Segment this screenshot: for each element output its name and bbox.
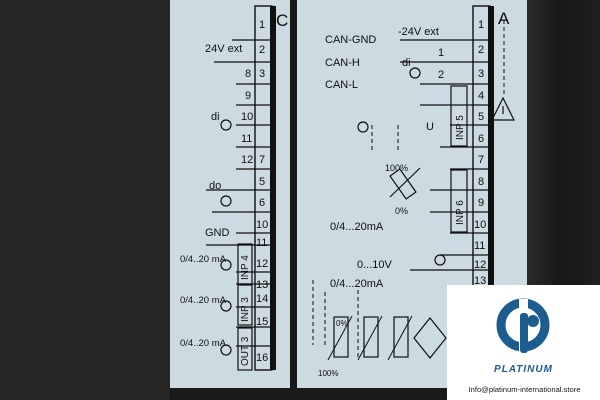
pct0-label-b: 0% <box>336 319 348 328</box>
terminal-a-13: 13 <box>474 275 486 287</box>
terminal-a-11: 11 <box>474 240 485 252</box>
terminal-a-7: 7 <box>478 154 484 166</box>
out3-label: OUT 3 <box>240 336 251 366</box>
block-letter-c: C <box>276 11 288 30</box>
terminal-a-1: 1 <box>478 19 484 31</box>
ma-label-inp4: 0/4..20 mA <box>180 254 227 265</box>
logo-brand-name: PLATINUM <box>494 364 553 375</box>
terminal-c-16: 16 <box>256 352 268 364</box>
terminal-a-4: 4 <box>478 90 484 102</box>
terminal-c-15: 15 <box>256 316 268 328</box>
terminal-c-11: 11 <box>241 133 252 145</box>
terminal-c-7: 7 <box>259 154 265 166</box>
ma-label-a: 0/4...20mA <box>330 221 384 233</box>
supply-label-c: 24V ext <box>205 43 242 55</box>
watermark-logo: PLATINUM Info@platinum-international.sto… <box>447 285 600 400</box>
platinum-logo-icon <box>496 298 550 357</box>
terminal-c-13: 13 <box>256 279 268 291</box>
can-l-label: CAN-L <box>325 79 358 91</box>
terminal-c-6: 6 <box>259 197 265 209</box>
terminal-a-2: 2 <box>478 44 484 56</box>
terminal-a-6: 6 <box>478 133 484 145</box>
terminal-numbers-a: 1 2 3 4 5 6 7 8 9 10 11 12 13 <box>474 19 486 287</box>
volt-label: 0...10V <box>357 259 393 271</box>
do-label-c: do <box>209 180 221 192</box>
pct0-label: 0% <box>395 206 408 216</box>
pct100-label: 100% <box>385 163 408 173</box>
inp5-label: INP 5 <box>455 115 466 140</box>
pct100-label-b: 100% <box>318 369 338 378</box>
terminal-label-two: 2 <box>438 69 444 81</box>
terminal-c-10b: 10 <box>256 219 268 231</box>
terminal-c-12: 12 <box>241 154 253 166</box>
device-housing-bottom <box>170 388 530 400</box>
terminal-c-9: 9 <box>245 90 251 102</box>
logo-email: Info@platinum-international.store <box>468 385 581 394</box>
inp6-label: INP 6 <box>455 200 466 225</box>
gnd-label-c: GND <box>205 227 230 239</box>
di-label-a: di <box>402 57 411 69</box>
terminal-c-3: 3 <box>259 68 265 80</box>
terminal-label-one: 1 <box>438 47 444 59</box>
terminal-strip-a <box>312 5 515 361</box>
terminal-a-10: 10 <box>474 219 486 231</box>
can-gnd-label: CAN-GND <box>325 34 376 46</box>
terminal-a-9: 9 <box>478 197 484 209</box>
terminal-strip-c <box>206 5 276 371</box>
terminal-numbers-c: 1 2 3 8 9 10 11 12 7 5 6 10 11 12 13 14 … <box>241 19 268 364</box>
terminal-c-1: 1 <box>259 19 265 31</box>
terminal-a-3: 3 <box>478 68 484 80</box>
inp4-label: INP 4 <box>240 255 251 280</box>
can-h-label: CAN-H <box>325 57 360 69</box>
terminal-a-12: 12 <box>474 259 486 271</box>
terminal-c-14: 14 <box>256 293 268 305</box>
terminal-c-8: 8 <box>245 68 251 80</box>
ma-label-inp3: 0/4..20 mA <box>180 295 227 306</box>
supply-label-a: -24V ext <box>398 26 439 38</box>
ma-label-out3: 0/4..20 mA <box>180 338 227 349</box>
terminal-a-8: 8 <box>478 176 484 188</box>
di-label-c: di <box>211 111 220 123</box>
terminal-c-12b: 12 <box>256 258 268 270</box>
terminal-c-11b: 11 <box>256 237 267 249</box>
inp3-label: INP 3 <box>240 297 251 322</box>
block-letter-a: A <box>498 9 510 28</box>
terminal-c-10: 10 <box>241 111 253 123</box>
ma-label-a2: 0/4...20mA <box>330 278 384 290</box>
terminal-c-2: 2 <box>259 44 265 56</box>
terminal-c-5: 5 <box>259 176 265 188</box>
terminal-a-5: 5 <box>478 111 484 123</box>
u-label: U <box>426 121 434 133</box>
